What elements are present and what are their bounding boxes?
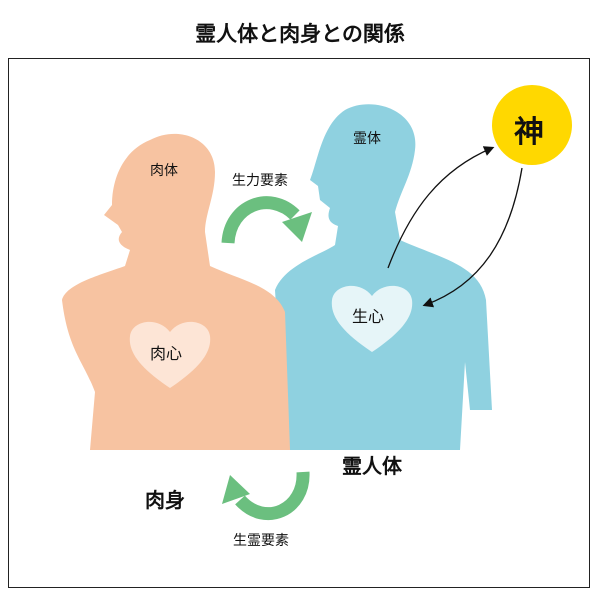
top-arrow-label: 生力要素 [232,173,288,189]
bottom-arrow-label: 生霊要素 [233,533,289,549]
page-title: 霊人体と肉身との関係 [195,22,405,46]
spirit-body-silhouette [275,104,492,451]
spirit-heart-label: 生心 [352,307,385,326]
green-arrow-bottom-head [222,475,250,504]
flesh-body-label: 肉身 [145,488,185,512]
spirit-head-label: 霊体 [353,131,381,147]
god-label: 神 [514,115,544,150]
diagram-frame [8,58,590,588]
flesh-body-silhouette [62,133,290,451]
green-arrow-top [221,196,300,244]
spirit-body-label: 霊人体 [342,454,402,478]
arrow-to-god [387,146,495,269]
flesh-head-label: 肉体 [150,163,178,179]
green-arrow-top-head [282,212,312,242]
flesh-heart-shape [129,321,211,388]
flesh-heart-label: 肉心 [150,344,183,363]
spirit-heart-shape [331,285,413,352]
god-circle [492,85,572,165]
green-arrow-bottom [235,471,310,521]
arrow-from-god [422,167,523,308]
